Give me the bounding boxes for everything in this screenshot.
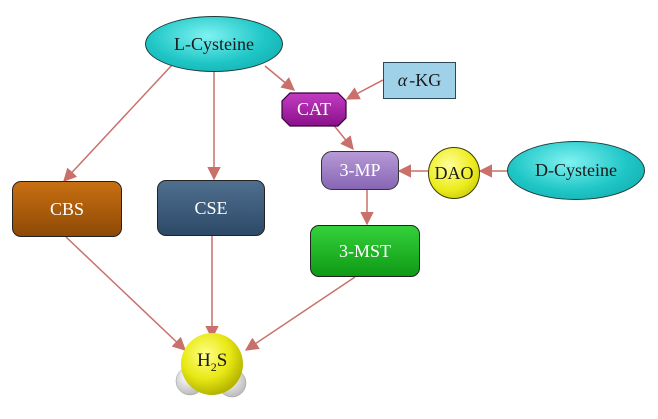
cat-label: CAT — [296, 99, 331, 119]
h2s-molecule-graphic — [175, 333, 247, 398]
arrow-lcys-cat — [264, 65, 296, 91]
arrow-cat-mp — [331, 122, 354, 151]
h2s-label: H2S — [197, 350, 227, 375]
l-cysteine-label: L-Cysteine — [174, 33, 254, 54]
h2s-s: S — [216, 350, 228, 371]
3mp-label: 3-MP — [339, 160, 381, 180]
3mst-node: 3-MST — [310, 225, 420, 277]
arrow-cbs-h2s — [65, 236, 186, 351]
alpha-symbol: α — [397, 70, 408, 90]
d-cysteine-node: D-Cysteine — [507, 141, 645, 200]
3mp-node: 3-MP — [321, 151, 399, 190]
cbs-node: CBS — [12, 181, 122, 237]
arrow-akg-cat — [345, 79, 384, 100]
alpha-kg-node: α-KG — [383, 62, 456, 99]
dao-node: DAO — [428, 147, 480, 199]
h2s-h: H — [197, 350, 211, 371]
cse-label: CSE — [194, 197, 228, 218]
alpha-kg-label: -KG — [409, 70, 442, 90]
cat-octagon-shape — [281, 92, 347, 127]
arrow-lcys-cbs — [63, 64, 173, 182]
arrow-mst-h2s — [244, 276, 356, 351]
h2s-sulfur-atom — [181, 333, 243, 395]
l-cysteine-node: L-Cysteine — [145, 16, 283, 72]
3mst-label: 3-MST — [338, 240, 391, 261]
cse-node: CSE — [157, 180, 265, 236]
cat-node: CAT — [281, 92, 347, 127]
h2s-subscript: 2 — [210, 359, 217, 374]
cbs-label: CBS — [49, 198, 85, 219]
dao-label: DAO — [434, 162, 474, 183]
d-cysteine-label: D-Cysteine — [535, 160, 617, 180]
